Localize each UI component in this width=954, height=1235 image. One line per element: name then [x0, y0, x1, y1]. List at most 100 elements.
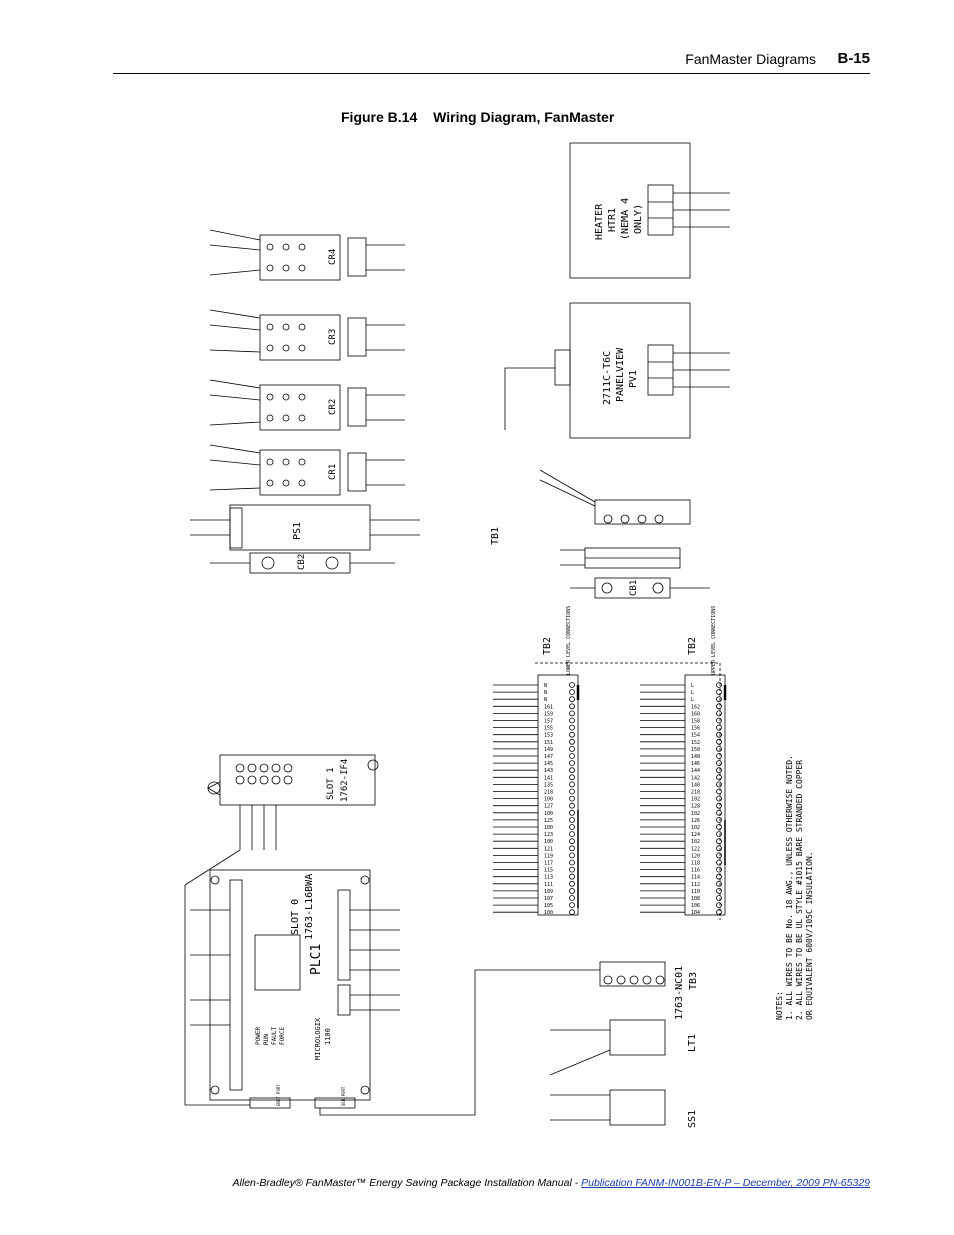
tb2-right-terminal-label: 120 [691, 853, 700, 859]
note-heading: NOTES: [775, 991, 784, 1020]
tb2-left-terminal-screw [569, 689, 575, 695]
tb2-right-terminal-label: L [691, 683, 694, 689]
tb2-left-terminal-screw [569, 888, 575, 894]
tb2-right-terminal-screw [716, 880, 722, 887]
terminal-block-tb1: TB1 [490, 469, 691, 569]
tb2-right-terminal-label: 122 [691, 846, 700, 852]
tb2-right-terminal-screw [716, 788, 722, 795]
tb2-right-terminal-label: 146 [691, 761, 700, 767]
tb2-right-terminal-screw [716, 838, 722, 845]
slot1-module: SLOT 1 1762-IF4 [184, 754, 379, 1106]
tb2-left-terminal-screw [569, 809, 575, 816]
tb2-left-terminal-label: N [544, 683, 547, 689]
tb2-right-terminal-label: 106 [691, 903, 700, 909]
plc-led-run: RUN [263, 1034, 270, 1045]
tb2-right-terminal-screw [716, 859, 722, 866]
tb2-left-terminal-screw [569, 753, 575, 759]
plc-led-power: POWER [255, 1027, 262, 1045]
tb2-left-sublabel: LOWER LEVEL CONNECTIONS [566, 606, 572, 675]
tb2-left-terminal-screw [569, 866, 575, 873]
tb2-right-terminal-label: 102 [691, 797, 700, 803]
tb2-left-terminal-label: N [544, 697, 547, 703]
footer-publication-link[interactable]: Publication FANM-IN001B-EN-P – December,… [581, 1177, 870, 1189]
tb2-left-terminal-label: 141 [544, 775, 553, 781]
tb2-right-terminal-label: 126 [691, 818, 700, 824]
tb2-right-terminal-label: 160 [691, 711, 700, 717]
tb2-right-terminal-screw [716, 781, 722, 788]
tb2-left-terminal-screw [569, 859, 575, 866]
tb2-left-terminal-label: 109 [544, 889, 553, 895]
breaker-cb2: CB2 [210, 552, 395, 574]
tb2-left-label: TB2 [542, 637, 553, 655]
tb2-right-terminal-screw [716, 753, 722, 759]
tb2-right-terminal-screw [716, 802, 722, 809]
tb2-right-terminal-label: 128 [691, 804, 700, 810]
tb2-right-terminal-screw [716, 831, 722, 837]
tb2-left-terminal-screw [569, 817, 575, 823]
ps1-label: PS1 [292, 522, 303, 540]
relay-cr1-label: CR1 [328, 464, 338, 480]
tb2-right-terminal-label: 116 [691, 868, 700, 874]
relay-cr4-label: CR4 [328, 249, 338, 265]
tb2-left-terminal-label: 127 [544, 804, 553, 810]
tb2-right-terminal-screw [716, 873, 722, 880]
tb2-right-terminal-label: 114 [691, 875, 700, 881]
slot1-line-2: 1762-IF4 [340, 759, 350, 802]
tb2-left-terminal-screw [569, 824, 575, 830]
tb2-right-terminal-label: 104 [691, 910, 700, 916]
heater-line-2: HTR1 [607, 208, 618, 232]
tb2-left-terminal-screw [569, 781, 575, 788]
tb2-left-terminals: NNN1611591571551531511491471451431411352… [493, 682, 575, 916]
tb2-left-terminal-screw [569, 838, 575, 845]
figure-caption: Wiring Diagram, FanMaster [433, 109, 615, 125]
tb2-right-terminal-screw [716, 909, 722, 916]
heater-line-1: HEATER [594, 203, 605, 240]
tb2-right-terminal-label: 102 [691, 811, 700, 817]
tb2-right-terminals: LLL1621601581561541521501481461441421402… [640, 682, 722, 916]
tb2-left-terminal-label: 151 [544, 740, 553, 746]
tb2-left-terminal-label: 149 [544, 747, 553, 753]
note-1: 1. ALL WIRES TO BE No. 18 AWG., UNLESS O… [785, 755, 794, 1020]
header-divider [113, 73, 870, 74]
tb2-left-terminal-label: 100 [544, 910, 553, 916]
slot0-line-1: SLOT 0 [290, 899, 301, 935]
panelview-line-2: PANELVIEW [615, 347, 626, 402]
tb2-left-terminal-label: 153 [544, 733, 553, 739]
tb2-left-terminal-label: 123 [544, 832, 553, 838]
tb2-left-terminal-label: 105 [544, 903, 553, 909]
tb2-right-terminal-screw [716, 738, 722, 745]
tb2-right-terminal-label: 150 [691, 747, 700, 753]
tb2-left-terminal-label: 100 [544, 839, 553, 845]
selector-switch-ss1: SS1 [550, 1089, 698, 1128]
note-2: 2. ALL WIRES TO BE UL STYLE #1015 BARE S… [795, 760, 804, 1020]
tb2-right-terminal-label: 108 [691, 896, 700, 902]
tb2-right-terminal-label: 102 [691, 825, 700, 831]
tb2-left-terminal-screw [569, 880, 575, 887]
tb2-left-terminal-label: 107 [544, 896, 553, 902]
tb2-right-terminal-label: 140 [691, 782, 700, 788]
tb2-right-terminal-label: 142 [691, 775, 700, 781]
tb2-right-terminal-screw [716, 703, 722, 710]
page-number: B-15 [837, 50, 870, 67]
tb2-right-terminal-label: 118 [691, 861, 700, 867]
tb2-left-terminal-screw [569, 717, 575, 724]
tb2-left-terminal-label: 100 [544, 825, 553, 831]
note-3: OR EQUIVALENT 600V/105C INSULATION. [805, 851, 814, 1020]
tb2-left-terminal-screw [569, 902, 575, 908]
diagram-notes: NOTES: 1. ALL WIRES TO BE No. 18 AWG., U… [775, 755, 814, 1020]
tb2-right-sublabel: UPPER LEVEL CONNECTIONS [711, 606, 717, 675]
plc1-label: PLC1 [309, 944, 324, 975]
tb2-left-terminal-screw [569, 738, 575, 745]
tb2-right-terminal-screw [716, 845, 722, 852]
tb2-right-terminal-screw [716, 902, 722, 908]
tb2-right-terminal-screw [716, 767, 722, 774]
tb2-left-terminal-label: 119 [544, 853, 553, 859]
enet-port-label: ENET PORT [276, 1084, 281, 1106]
tb2-left-terminal-screw [569, 852, 575, 859]
tb2-right-terminal-screw [716, 746, 722, 752]
tb2-left-terminal-label: 135 [544, 782, 553, 788]
panelview-line-1: 2711C-T6C [602, 351, 613, 405]
cb1-label: CB1 [629, 580, 639, 596]
tb2-right-terminal-label: 162 [691, 704, 700, 710]
tb2-left-terminal-screw [569, 831, 575, 837]
